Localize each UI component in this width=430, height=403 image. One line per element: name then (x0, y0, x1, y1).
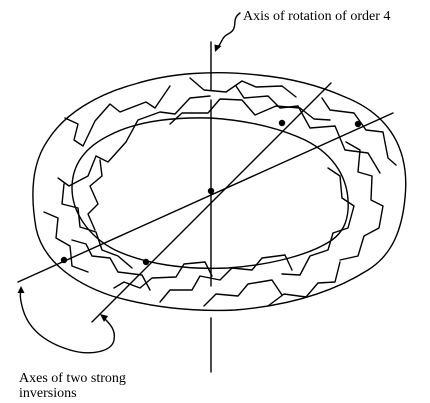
strand-15 (43, 211, 89, 273)
rotation-axis-label: Axis of rotation of order 4 (243, 9, 391, 24)
intersection-dot-upper-right-2 (354, 120, 362, 128)
inversion-axis-2 (91, 82, 332, 323)
strand-5 (235, 85, 381, 174)
inversion-axes-label-line-2: inversions (19, 386, 77, 401)
strand-7 (339, 141, 384, 261)
strand-11 (203, 279, 283, 307)
inversion-pointer-arrowhead-1 (17, 286, 25, 293)
strand-8 (281, 167, 355, 276)
inversion-axes-label-line-1: Axes of two strong (19, 371, 126, 386)
strand-16 (87, 159, 103, 231)
rotation-pointer-arrowhead (214, 44, 222, 52)
intersection-dot-lower-left-2 (142, 258, 150, 266)
strand-14 (61, 183, 133, 269)
strand-4 (169, 98, 331, 125)
strand-1 (64, 85, 171, 147)
inversions-label-pointer-1 (19, 288, 71, 351)
strand-9 (267, 261, 341, 307)
inversion-pointer-arrowhead-2 (100, 314, 108, 322)
strand-10 (159, 254, 293, 303)
inversion-axis-1 (17, 112, 394, 283)
ring-outer-edge (32, 71, 407, 312)
ring-inner-edge (71, 117, 349, 270)
strand-13 (71, 239, 151, 291)
strand-12 (113, 261, 213, 289)
inversion-axes-label: Axes of two strong inversions (19, 371, 126, 401)
strand-2 (57, 95, 211, 187)
intersection-dot-lower-left-1 (60, 256, 68, 264)
rotation-label-pointer (217, 12, 241, 48)
intersection-dot-upper-right-1 (278, 119, 286, 127)
intersection-dot-center (207, 187, 215, 195)
strand-6 (321, 97, 397, 166)
inversions-label-pointer-2 (69, 317, 116, 354)
strand-3 (189, 77, 297, 98)
